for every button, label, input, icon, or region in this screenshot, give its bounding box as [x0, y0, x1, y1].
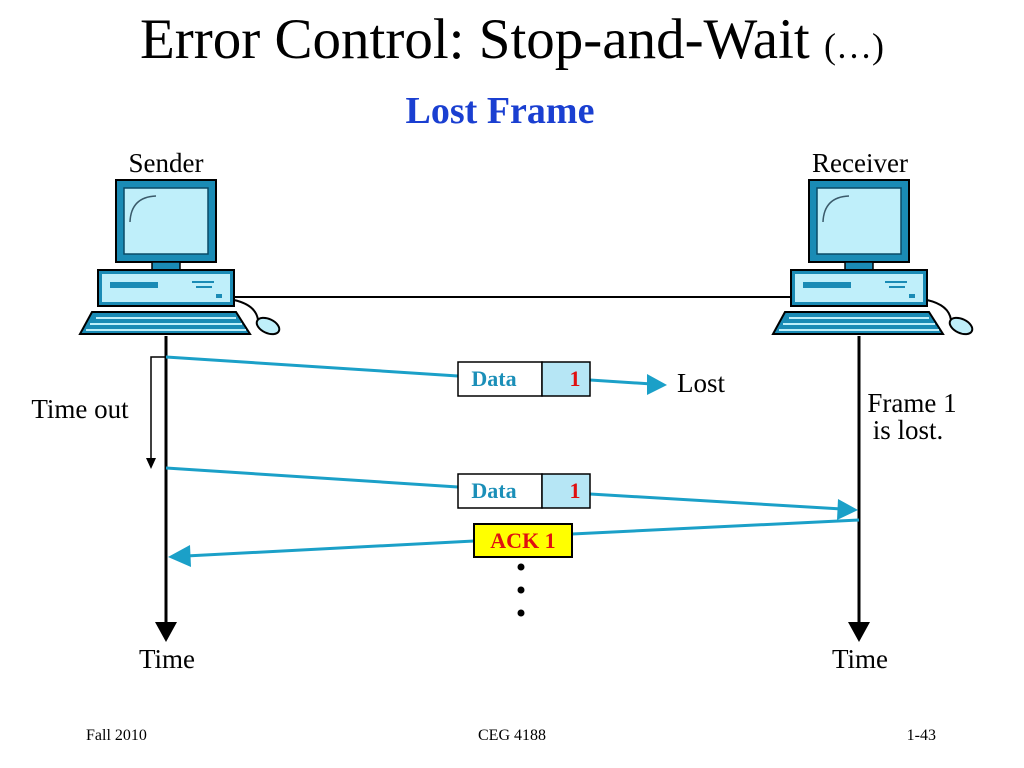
lost-frame-arrow: [589, 378, 653, 386]
footer-term: Fall 2010: [86, 727, 147, 744]
ack-line-left: [185, 539, 475, 558]
ack-arrowhead: [168, 545, 191, 567]
sender-time-label: Time: [139, 644, 195, 674]
data-frame-1: Data 1: [457, 361, 591, 397]
retransmit-line: [165, 466, 459, 489]
data-frame-2-label: Data: [471, 478, 516, 503]
lost-frame-line: [165, 355, 459, 378]
lost-frame-arrowhead: [647, 374, 667, 395]
frame-lost-note-line1: Frame 1: [867, 388, 956, 418]
receiver-computer-icon: [771, 179, 974, 336]
timeout-arrowhead: [146, 458, 156, 469]
sender-label: Sender: [129, 148, 204, 178]
receiver-time-arrowhead: [848, 622, 870, 642]
retransmit-arrowhead: [837, 499, 858, 520]
slide-title-suffix: (…): [824, 26, 884, 66]
continuation-dot: [517, 563, 525, 571]
data-frame-1-label: Data: [471, 366, 516, 391]
continuation-dot: [517, 586, 525, 594]
timeout-label: Time out: [31, 394, 129, 424]
slide-title-text: Error Control: Stop-and-Wait: [139, 8, 810, 71]
receiver-label: Receiver: [812, 148, 908, 178]
ack-label: ACK 1: [490, 528, 555, 553]
data-frame-1-seq: 1: [570, 366, 581, 391]
retransmit-arrow: [589, 492, 843, 511]
ack-line-right: [571, 518, 860, 536]
footer-course: CEG 4188: [478, 727, 546, 744]
timeout-bracket: [150, 356, 166, 466]
sender-time-arrowhead: [155, 622, 177, 642]
continuation-dot: [517, 609, 525, 617]
frame-lost-note-line2: is lost.: [873, 415, 944, 445]
ack-frame: ACK 1: [473, 523, 573, 558]
lost-label: Lost: [677, 368, 726, 398]
footer-slide-number: 1-43: [906, 727, 936, 744]
receiver-time-label: Time: [832, 644, 888, 674]
slide-title: Error Control: Stop-and-Wait (…): [0, 4, 1024, 82]
sender-computer-icon: [78, 179, 281, 336]
data-frame-2: Data 1: [457, 473, 591, 509]
slide-subtitle: Lost Frame: [405, 90, 595, 132]
data-frame-2-seq: 1: [570, 478, 581, 503]
